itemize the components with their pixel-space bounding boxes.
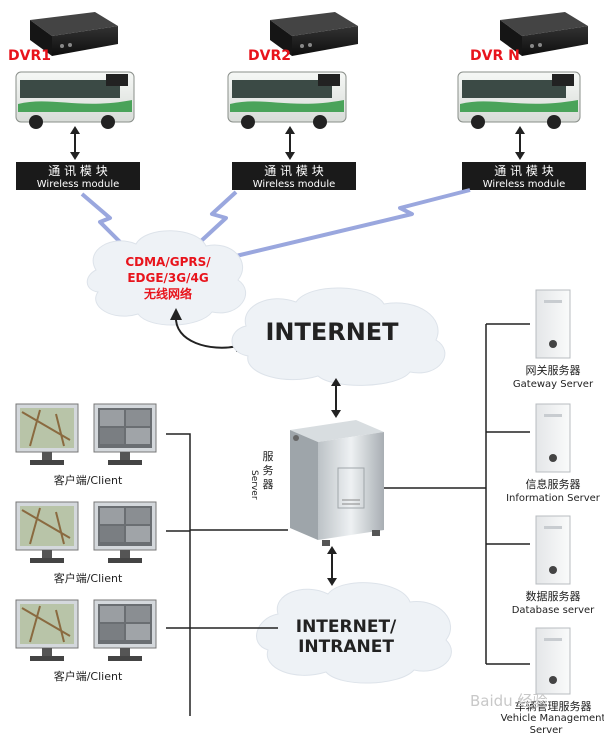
tower-server-icon (535, 403, 571, 473)
server-tower-2: 信息服务器 Information Server (506, 403, 601, 504)
server-tower-4: 车辆管理服务器 Vehicle Management Server (501, 627, 604, 736)
dvr-label: DVR2 (248, 48, 291, 64)
wireless-module: 通 讯 模 块 Wireless module (16, 162, 140, 190)
internet-cloud: INTERNET (231, 287, 446, 386)
server-label-cn: 网关服务器 (526, 363, 581, 377)
monitor-icon (93, 403, 157, 465)
wireless-line3: 无线网络 (143, 286, 192, 301)
wireless-line2: EDGE/3G/4G (127, 271, 208, 285)
client-group-2: 客户端/Client (15, 501, 157, 585)
monitor-icon (93, 599, 157, 661)
intranet-cloud: INTERNET/ INTRANET (256, 582, 452, 684)
intranet-line1: INTERNET/ (296, 617, 397, 637)
client-group-3: 客户端/Client (15, 599, 157, 683)
monitor-icon (93, 501, 157, 563)
client-connector (166, 433, 288, 716)
arrow-updown-icon (515, 126, 525, 160)
client-label: 客户端/Client (54, 571, 123, 585)
module-label-en: Wireless module (37, 179, 120, 190)
arrow-updown-icon (285, 126, 295, 160)
server-label-cn: 车辆管理服务器 (515, 699, 592, 713)
dvr-group-1: DVR1 通 讯 模 块 Wireless module (8, 12, 140, 190)
server-label: 服 务 器 Server (249, 450, 274, 500)
server-tower-3: 数据服务器 Database server (512, 515, 595, 616)
dvr-device-icon (270, 12, 358, 56)
server-connector (384, 323, 530, 665)
monitor-icon (15, 501, 79, 563)
arrow-updown-icon (327, 546, 337, 586)
server-tower-1: 网关服务器 Gateway Server (513, 289, 594, 390)
intranet-line2: INTRANET (298, 637, 394, 657)
server-label-en: Database server (512, 605, 595, 616)
module-label-cn: 通 讯 模 块 (48, 164, 107, 178)
dvr-label: DVR1 (8, 48, 51, 64)
server-label-cn: 数据服务器 (526, 589, 581, 603)
dvr-label: DVR N (470, 48, 520, 64)
dvr-device-icon (30, 12, 118, 56)
wireless-module: 通 讯 模 块 Wireless module (462, 162, 586, 190)
bus-icon (457, 71, 581, 129)
server-label-cn-1: 服 (263, 450, 274, 463)
server-label-cn-3: 器 (263, 478, 274, 491)
tower-server-icon (535, 515, 571, 585)
dvr-device-icon (500, 12, 588, 56)
arrow-updown-icon (331, 378, 341, 418)
server-label-en-2: Server (530, 725, 564, 736)
wireless-cloud: CDMA/GPRS/ EDGE/3G/4G 无线网络 (86, 230, 246, 326)
bus-icon (15, 71, 135, 129)
monitor-icon (15, 599, 79, 661)
dvr-group-3: DVR N 通 讯 模 块 Wireless module (457, 12, 588, 190)
watermark: Baidu 经验 (470, 692, 547, 710)
server-label-en: Gateway Server (513, 379, 594, 390)
server-label-cn-2: 务 (263, 464, 274, 477)
dvr-group-2: DVR2 通 讯 模 块 Wireless module (227, 12, 358, 190)
client-label: 客户端/Client (54, 669, 123, 683)
module-label-cn: 通 讯 模 块 (494, 164, 553, 178)
client-label: 客户端/Client (54, 473, 123, 487)
wireless-module: 通 讯 模 块 Wireless module (232, 162, 356, 190)
monitor-icon (15, 403, 79, 465)
tower-server-icon (535, 289, 571, 359)
client-group-1: 客户端/Client (15, 403, 157, 487)
wireless-line1: CDMA/GPRS/ (125, 255, 211, 269)
tower-server-icon (535, 627, 571, 695)
module-label-en: Wireless module (483, 179, 566, 190)
module-label-cn: 通 讯 模 块 (264, 164, 323, 178)
internet-label: INTERNET (265, 318, 399, 346)
server-label-en: Information Server (506, 493, 601, 504)
server-label-cn: 信息服务器 (526, 477, 581, 491)
server-label-en: Server (249, 470, 259, 500)
server-label-en: Vehicle Management (501, 713, 604, 724)
lightning-icon (80, 188, 471, 258)
module-label-en: Wireless module (253, 179, 336, 190)
bus-icon (227, 71, 347, 129)
arrow-updown-icon (70, 126, 80, 160)
server-cabinet-icon (290, 420, 384, 546)
